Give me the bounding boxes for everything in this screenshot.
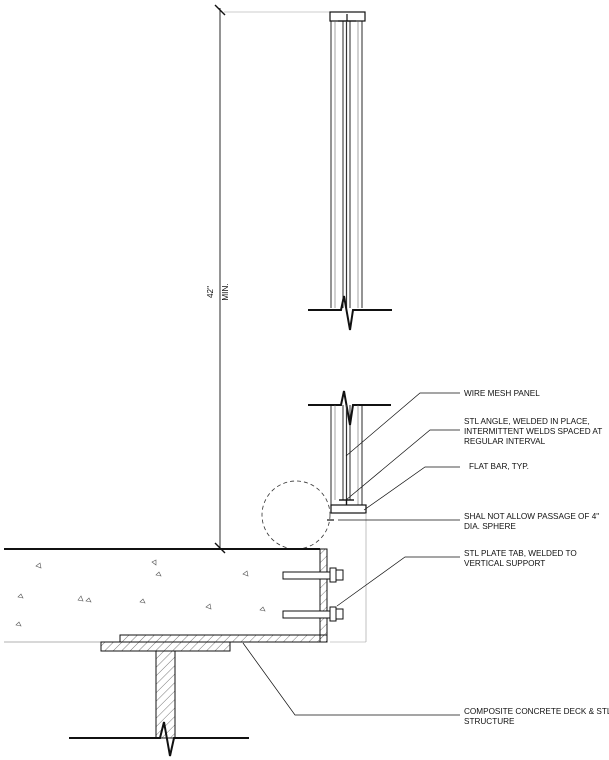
callout-line: VERTICAL SUPPORT — [464, 559, 545, 568]
aggregate-mark — [17, 593, 24, 599]
break-line-lower — [308, 390, 391, 426]
beam-top-flange — [100, 641, 231, 652]
dimension-text-42: 42" — [206, 286, 215, 298]
callout-sphere: SHAL NOT ALLOW PASSAGE OF 4" DIA. SPHERE — [464, 512, 601, 531]
callout-line: STL ANGLE, WELDED IN PLACE, — [464, 417, 590, 426]
leader-plate-tab — [336, 556, 460, 607]
callout-line: COMPOSITE CONCRETE DECK & STL — [464, 707, 609, 716]
aggregate-mark — [155, 571, 162, 577]
leader-stl-angle — [345, 429, 460, 501]
callout-wire-mesh: WIRE MESH PANEL — [464, 389, 540, 398]
plate-tab-bolts — [282, 567, 344, 622]
upper-panel — [308, 11, 392, 331]
angle-bottom-leg — [119, 634, 328, 643]
callout-flat-bar: FLAT BAR, TYP. — [469, 462, 529, 471]
lower-panel — [308, 390, 391, 643]
callout-line: SHAL NOT ALLOW PASSAGE OF 4" — [464, 512, 599, 521]
bolt-lower-washer — [335, 608, 344, 620]
callout-line: STRUCTURE — [464, 717, 515, 726]
angle-vertical-leg — [319, 548, 328, 643]
aggregate-mark — [139, 598, 146, 604]
height-dimension: 42" MIN. — [206, 4, 330, 554]
aggregate-mark — [77, 595, 84, 602]
break-line-beam — [69, 721, 249, 757]
aggregate-mark — [242, 570, 249, 577]
bolt-lower-nut — [329, 606, 337, 622]
bolt-upper-washer — [335, 569, 344, 581]
aggregate-mark — [205, 603, 212, 610]
callout-line: DIA. SPHERE — [464, 522, 516, 531]
leaders — [242, 392, 460, 716]
aggregate-marks — [15, 559, 266, 627]
four-inch-sphere — [261, 480, 331, 550]
callout-deck: COMPOSITE CONCRETE DECK & STL STRUCTURE — [464, 707, 609, 726]
callout-line: WIRE MESH PANEL — [464, 389, 540, 398]
leader-flat-bar — [363, 466, 460, 511]
bottom-flat-bar — [330, 504, 367, 514]
aggregate-mark — [151, 559, 157, 566]
concrete-deck — [4, 548, 320, 643]
callout-texts: WIRE MESH PANEL STL ANGLE, WELDED IN PLA… — [464, 389, 609, 726]
beam-web — [155, 650, 176, 739]
leader-wire-mesh — [345, 392, 460, 457]
break-line-upper — [308, 295, 392, 331]
steel-beam — [69, 641, 249, 757]
callout-line: INTERMITTENT WELDS SPACED AT — [464, 427, 602, 436]
bolt-lower — [282, 610, 331, 619]
callout-stl-angle: STL ANGLE, WELDED IN PLACE, INTERMITTENT… — [464, 417, 604, 446]
callout-plate-tab: STL PLATE TAB, WELDED TO VERTICAL SUPPOR… — [464, 549, 579, 568]
callout-line: FLAT BAR, TYP. — [469, 462, 529, 471]
bolt-upper-nut — [329, 567, 337, 583]
dimension-text-min: MIN. — [221, 283, 230, 300]
bolt-upper — [282, 571, 331, 580]
aggregate-mark — [259, 606, 266, 612]
aggregate-mark — [85, 597, 92, 603]
callout-line: STL PLATE TAB, WELDED TO — [464, 549, 577, 558]
leader-deck — [242, 642, 460, 716]
steel-edge-angle — [119, 548, 328, 643]
dimension-tick-top — [214, 4, 226, 16]
callout-line: REGULAR INTERVAL — [464, 437, 546, 446]
aggregate-mark — [35, 562, 42, 569]
aggregate-mark — [15, 621, 22, 627]
